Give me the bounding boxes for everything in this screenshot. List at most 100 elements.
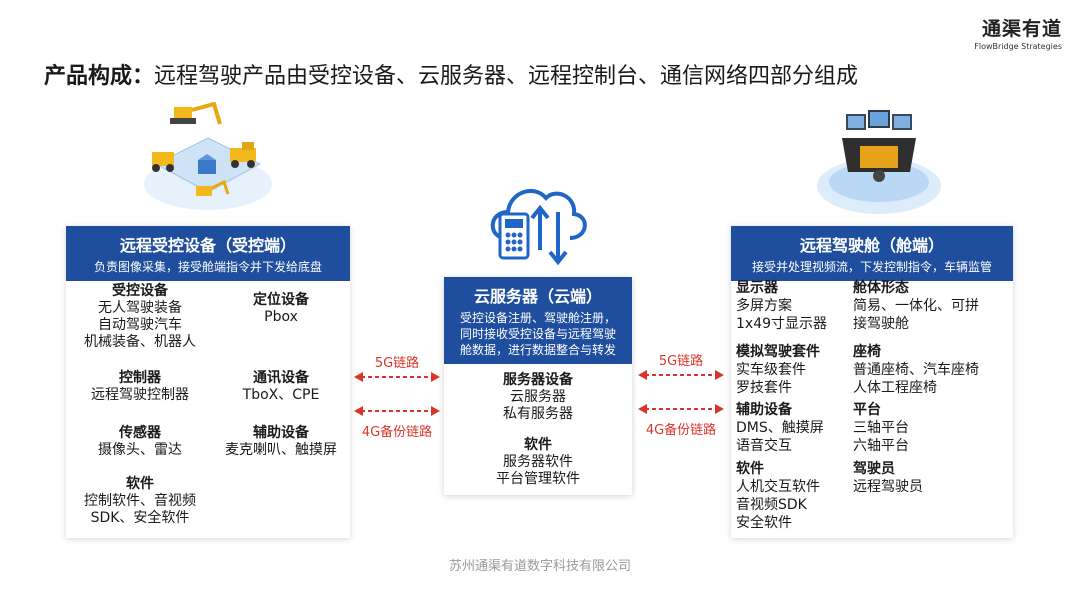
group-line: 控制软件、音视频 [84, 493, 196, 509]
group-title: 辅助设备 [736, 402, 792, 418]
desc-line: 同时接收受控设备与远程驾驶 [459, 327, 616, 341]
left-group-communication: 通讯设备 TboX、CPE [216, 370, 346, 404]
group-title: 传感器 [119, 425, 161, 441]
footer-company-name: 苏州通渠有道数字科技有限公司 [448, 559, 631, 574]
left-group-auxiliary: 辅助设备 麦克喇叭、触摸屏 [212, 425, 350, 459]
group-title: 软件 [736, 461, 764, 477]
link-label: 4G备份链路 [645, 423, 717, 438]
group-title: 座椅 [853, 344, 881, 360]
right-group-auxiliary: 辅助设备 DMS、触摸屏 语音交互 [736, 401, 852, 455]
group-title: 服务器设备 [503, 372, 573, 388]
group-line: 远程驾驶控制器 [91, 387, 189, 403]
group-line: 语音交互 [736, 438, 792, 454]
mid-group-server-device: 服务器设备 云服务器 私有服务器 [444, 372, 632, 423]
logo-en: FlowBridge Strategies [974, 42, 1062, 51]
desc-line: 舱数据，进行数据整合与转发 [459, 343, 616, 357]
group-line: DMS、触摸屏 [736, 420, 824, 436]
right-group-driver: 驾驶员 远程驾驶员 [853, 460, 1011, 496]
group-title: 模拟驾驶套件 [736, 344, 820, 360]
double-arrow-icon [638, 404, 724, 414]
desc-line: 受控设备注册、驾驶舱注册， [459, 311, 616, 325]
link-label: 5G链路 [374, 356, 420, 371]
group-line: 麦克喇叭、触摸屏 [225, 442, 337, 458]
mid-group-software: 软件 服务器软件 平台管理软件 [444, 437, 632, 488]
left-group-software: 软件 控制软件、音视频 SDK、安全软件 [70, 476, 210, 527]
group-line: 音视频SDK [736, 497, 807, 513]
driving-cockpit-icon [817, 110, 941, 214]
group-line: 罗技套件 [736, 380, 792, 396]
left-group-positioning: 定位设备 Pbox [216, 292, 346, 326]
group-title: 控制器 [119, 370, 161, 386]
left-5g-link: 5G链路 [354, 352, 440, 387]
group-line: 接驾驶舱 [853, 316, 909, 332]
controlled-device-panel: 远程受控设备（受控端） 负责图像采集，接受舱端指令并下发给底盘 受控设备 无人驾… [66, 226, 350, 538]
left-group-sensor: 传感器 摄像头、雷达 [70, 425, 210, 459]
double-arrow-icon [354, 372, 440, 382]
company-logo: 通渠有道 FlowBridge Strategies [974, 14, 1062, 51]
link-label: 4G备份链路 [361, 425, 433, 440]
cloud-server-icon [490, 189, 587, 266]
group-title: 驾驶员 [853, 461, 895, 477]
group-line: Pbox [264, 309, 298, 325]
group-title: 通讯设备 [253, 370, 309, 386]
driving-cockpit-subtitle: 接受并处理视频流，下发控制指令，车辆监管 [751, 260, 992, 274]
group-title: 软件 [126, 476, 154, 492]
cloud-server-header: 云服务器（云端） [444, 277, 632, 310]
group-title: 舱体形态 [853, 280, 909, 296]
group-title: 显示器 [736, 280, 778, 296]
cloud-server-title: 云服务器（云端） [473, 287, 602, 306]
group-title: 平台 [853, 402, 881, 418]
right-group-seat: 座椅 普通座椅、汽车座椅 人体工程座椅 [853, 343, 1011, 397]
group-line: 六轴平台 [853, 438, 909, 454]
group-line: TboX、CPE [242, 387, 320, 403]
group-title: 软件 [524, 437, 552, 453]
cloud-server-description: 受控设备注册、驾驶舱注册， 同时接收受控设备与远程驾驶 舱数据，进行数据整合与转… [444, 310, 632, 364]
group-line: 自动驾驶汽车 [98, 317, 182, 333]
group-line: 机械装备、机器人 [84, 334, 196, 350]
driving-cockpit-title: 远程驾驶舱（舱端） [799, 236, 944, 255]
group-line: 人体工程座椅 [853, 380, 937, 396]
group-line: 三轴平台 [853, 420, 909, 436]
page-title-bold: 产品构成： [44, 64, 155, 89]
right-group-display: 显示器 多屏方案 1x49寸显示器 [736, 279, 852, 333]
double-arrow-icon [354, 406, 440, 416]
right-group-cabin-form: 舱体形态 简易、一体化、可拼 接驾驶舱 [853, 279, 1011, 333]
left-group-controlled-device: 受控设备 无人驾驶装备 自动驾驶汽车 机械装备、机器人 [70, 283, 210, 351]
cloud-server-panel: 云服务器（云端） 受控设备注册、驾驶舱注册， 同时接收受控设备与远程驾驶 舱数据… [444, 277, 632, 495]
group-line: 云服务器 [510, 389, 566, 405]
group-line: 人机交互软件 [736, 479, 820, 495]
group-line: 普通座椅、汽车座椅 [853, 362, 979, 378]
group-line: 私有服务器 [503, 406, 573, 422]
driving-cockpit-header: 远程驾驶舱（舱端） 接受并处理视频流，下发控制指令，车辆监管 [731, 226, 1013, 281]
page-title: 产品构成：远程驾驶产品由受控设备、云服务器、远程控制台、通信网络四部分组成 [44, 58, 858, 90]
group-title: 定位设备 [253, 292, 309, 308]
link-label: 5G链路 [658, 354, 704, 369]
group-line: 安全软件 [736, 515, 792, 531]
controlled-device-subtitle: 负责图像采集，接受舱端指令并下发给底盘 [93, 260, 322, 274]
group-line: 摄像头、雷达 [98, 442, 182, 458]
group-line: 服务器软件 [503, 454, 573, 470]
right-5g-link: 5G链路 [638, 350, 724, 385]
group-line: 远程驾驶员 [853, 479, 923, 495]
right-group-platform: 平台 三轴平台 六轴平台 [853, 401, 1011, 455]
machinery-illustration-icon [144, 102, 272, 210]
group-title: 受控设备 [112, 283, 168, 299]
logo-cn: 通渠有道 [981, 18, 1062, 40]
group-line: 实车级套件 [736, 362, 806, 378]
group-line: 1x49寸显示器 [736, 316, 828, 332]
controlled-device-header: 远程受控设备（受控端） 负责图像采集，接受舱端指令并下发给底盘 [66, 226, 350, 281]
driving-cockpit-panel: 远程驾驶舱（舱端） 接受并处理视频流，下发控制指令，车辆监管 显示器 多屏方案 … [731, 226, 1013, 538]
left-group-controller: 控制器 远程驾驶控制器 [70, 370, 210, 404]
double-arrow-icon [638, 370, 724, 380]
group-line: 多屏方案 [736, 298, 792, 314]
group-line: SDK、安全软件 [90, 510, 190, 526]
group-line: 无人驾驶装备 [98, 300, 182, 316]
group-line: 平台管理软件 [496, 471, 580, 487]
page-title-rest: 远程驾驶产品由受控设备、云服务器、远程控制台、通信网络四部分组成 [154, 64, 859, 89]
controlled-device-title: 远程受控设备（受控端） [119, 236, 296, 255]
group-title: 辅助设备 [253, 425, 309, 441]
right-group-software: 软件 人机交互软件 音视频SDK 安全软件 [736, 460, 852, 532]
group-line: 简易、一体化、可拼 [853, 298, 979, 314]
left-4g-backup-link: 4G备份链路 [350, 405, 444, 440]
right-4g-backup-link: 4G备份链路 [634, 403, 728, 438]
